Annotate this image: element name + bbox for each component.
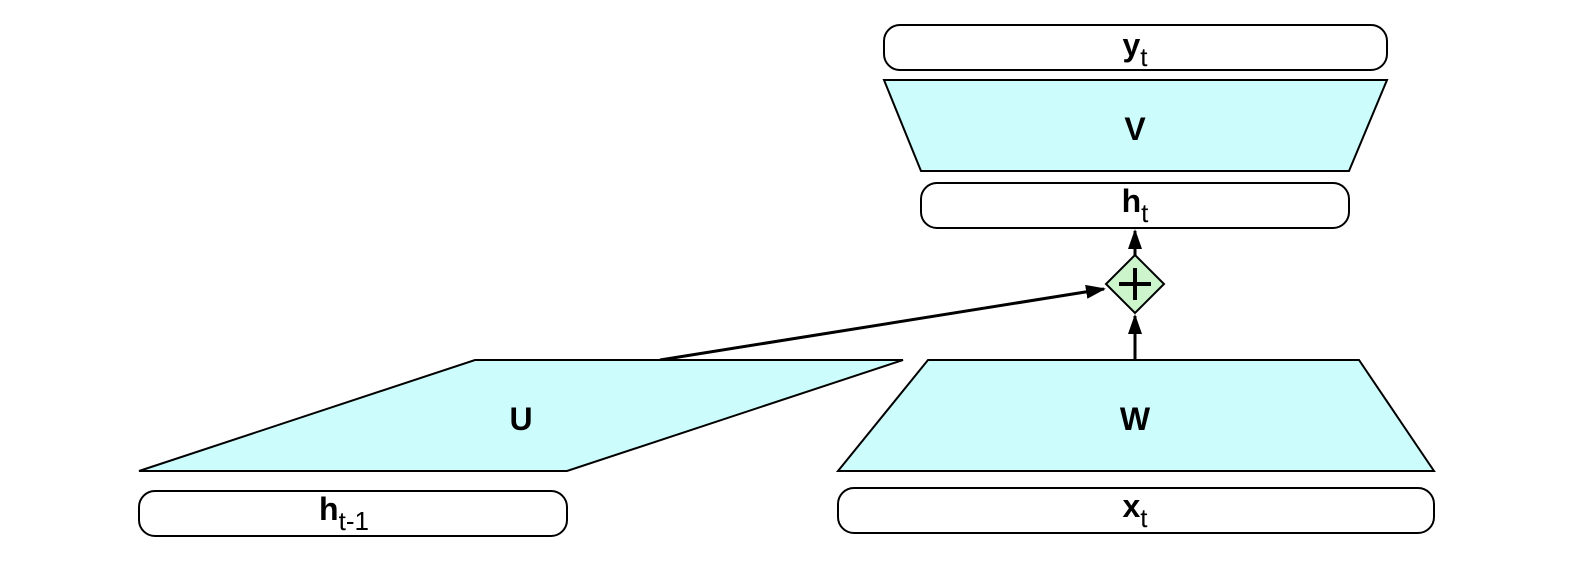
svg-text:yt: yt: [1122, 27, 1148, 72]
output-y-node: yt: [883, 24, 1388, 72]
svg-text:U: U: [509, 401, 532, 437]
input-x-node: xt: [837, 487, 1435, 534]
svg-text:ht-1: ht-1: [319, 491, 369, 536]
hidden-h-node: ht: [920, 182, 1350, 229]
previous-hidden-node: ht-1: [138, 490, 568, 537]
matrix-v: V: [882, 79, 1389, 172]
svg-text:xt: xt: [1122, 488, 1148, 533]
svg-text:W: W: [1120, 401, 1151, 437]
sum-node: +: [1104, 253, 1166, 315]
matrix-w: W: [835, 359, 1436, 472]
matrix-u: U: [138, 359, 904, 472]
arrow-u-to-sum: [659, 284, 1106, 362]
svg-text:ht: ht: [1122, 183, 1150, 228]
svg-text:V: V: [1124, 111, 1146, 147]
